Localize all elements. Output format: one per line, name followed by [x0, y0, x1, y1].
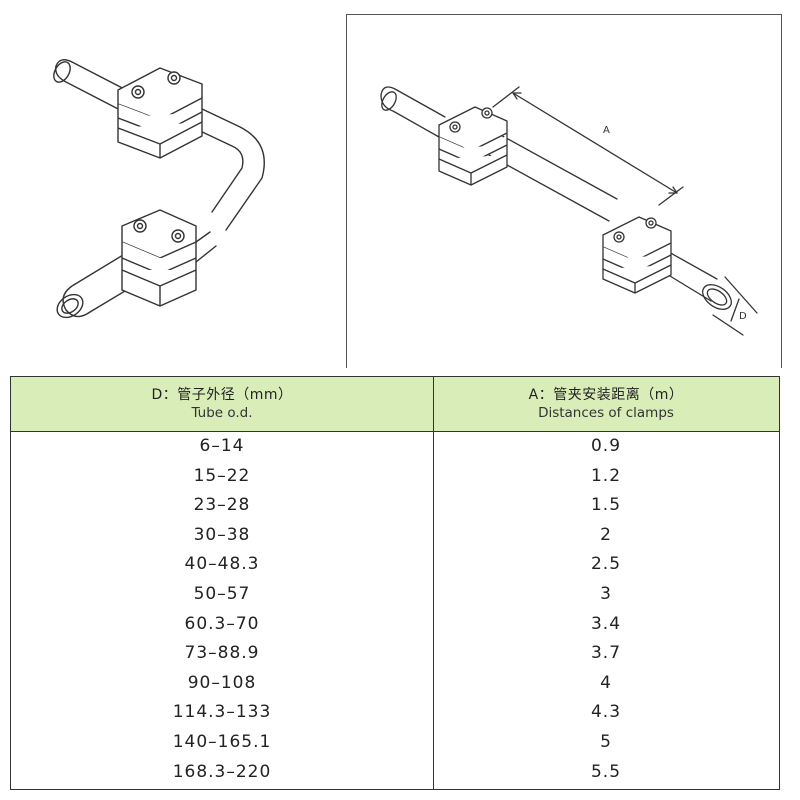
dimension-d-label: D — [739, 311, 747, 322]
table-row: 6–14 0.9 — [11, 432, 779, 462]
clamp-distance-cell: 3.4 — [590, 613, 622, 634]
clamp-distance-cell: 5 — [600, 731, 612, 752]
tube-od-cell: 168.3–220 — [172, 761, 272, 782]
table-row: 30–38 2 — [11, 521, 779, 551]
clamp-distance-cell: 3.7 — [590, 643, 622, 664]
bent-pipe-illustration — [0, 0, 340, 365]
header-tube-od-zh: D：管子外径（mm） — [151, 387, 293, 403]
tube-od-cell: 23–28 — [193, 495, 251, 516]
straight-pipe-illustration: A D — [346, 14, 782, 368]
clamp-distance-cell: 5.5 — [590, 761, 622, 782]
header-tube-od-en: Tube o.d. — [191, 405, 253, 421]
column-divider — [433, 377, 434, 789]
upper-clamp — [117, 67, 203, 159]
tube-od-cell: 73–88.9 — [184, 643, 260, 664]
tube-od-cell: 60.3–70 — [184, 613, 260, 634]
straight-pipe-drawing: A D — [380, 86, 758, 336]
clamp-distance-cell: 2.5 — [590, 554, 622, 575]
header-tube-od: D：管子外径（mm） Tube o.d. — [11, 377, 433, 432]
clamp-distance-cell: 2 — [600, 524, 612, 545]
left-clamp — [438, 106, 508, 186]
clamp-distance-cell: 4.3 — [590, 702, 622, 723]
table-row: 60.3–70 3.4 — [11, 610, 779, 640]
header-clamp-distance: A：管夹安装距离（m） Distances of clamps — [433, 377, 779, 432]
clamp-distance-cell: 1.2 — [590, 465, 622, 486]
table-row: 114.3–133 4.3 — [11, 698, 779, 728]
clamp-distance-cell: 4 — [600, 672, 612, 693]
table-row: 140–165.1 5 — [11, 728, 779, 758]
tube-od-cell: 30–38 — [193, 524, 251, 545]
lower-clamp — [121, 209, 197, 307]
table-row: 90–108 4 — [11, 669, 779, 699]
tube-od-cell: 140–165.1 — [172, 731, 272, 752]
tube-od-cell: 6–14 — [199, 436, 245, 456]
header-clamp-distance-zh: A：管夹安装距离（m） — [528, 387, 684, 403]
table-body: 6–14 0.9 15–22 1.2 23–28 1.5 30–38 2 40–48.3… — [11, 432, 779, 787]
table-row: 50–57 3 — [11, 580, 779, 610]
table-header: D：管子外径（mm） Tube o.d. A：管夹安装距离（m） Distanc… — [11, 377, 779, 432]
tube-od-cell: 40–48.3 — [184, 554, 260, 575]
clamp-distance-cell: 0.9 — [590, 436, 622, 456]
table-row: 73–88.9 3.7 — [11, 639, 779, 669]
tube-od-cell: 15–22 — [193, 465, 251, 486]
table-row: 168.3–220 5.5 — [11, 758, 779, 788]
clamp-distance-cell: 1.5 — [590, 495, 622, 516]
table-row: 15–22 1.2 — [11, 462, 779, 492]
bent-pipe-drawing — [53, 59, 265, 319]
header-clamp-distance-en: Distances of clamps — [538, 405, 674, 421]
clamp-spacing-table: D：管子外径（mm） Tube o.d. A：管夹安装距离（m） Distanc… — [10, 376, 780, 790]
table-row: 40–48.3 2.5 — [11, 550, 779, 580]
clamp-distance-cell: 3 — [600, 583, 612, 604]
tube-od-cell: 114.3–133 — [172, 702, 272, 723]
tube-od-cell: 90–108 — [187, 672, 257, 693]
tube-od-cell: 50–57 — [193, 583, 251, 604]
table-row: 23–28 1.5 — [11, 491, 779, 521]
dimension-a-label: A — [603, 125, 610, 136]
right-clamp — [602, 216, 672, 294]
